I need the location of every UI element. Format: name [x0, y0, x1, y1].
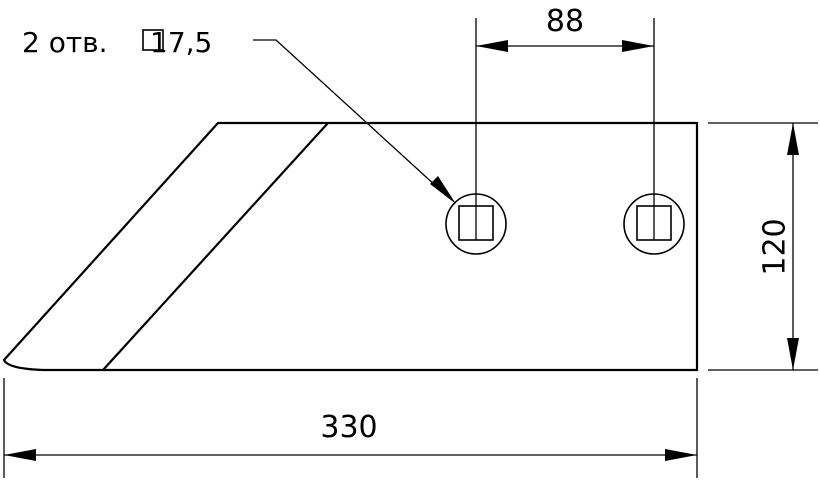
- dimension-hole-spacing-label: 88: [546, 4, 584, 39]
- dimension-length-label: 330: [320, 410, 377, 445]
- hole-note-leader: [253, 39, 456, 204]
- dimension-hole-spacing: 88: [475, 4, 655, 240]
- dimension-length: 330: [3, 378, 698, 478]
- hole-size-label: 17,5: [150, 26, 212, 59]
- part-outline: [2, 121, 699, 372]
- hole-count-label: 2 отв.: [22, 26, 108, 59]
- bevel-line: [102, 122, 329, 371]
- dimension-height-label: 120: [758, 218, 793, 275]
- dimension-height: 120: [708, 122, 818, 371]
- square-hole-icon: [142, 29, 164, 51]
